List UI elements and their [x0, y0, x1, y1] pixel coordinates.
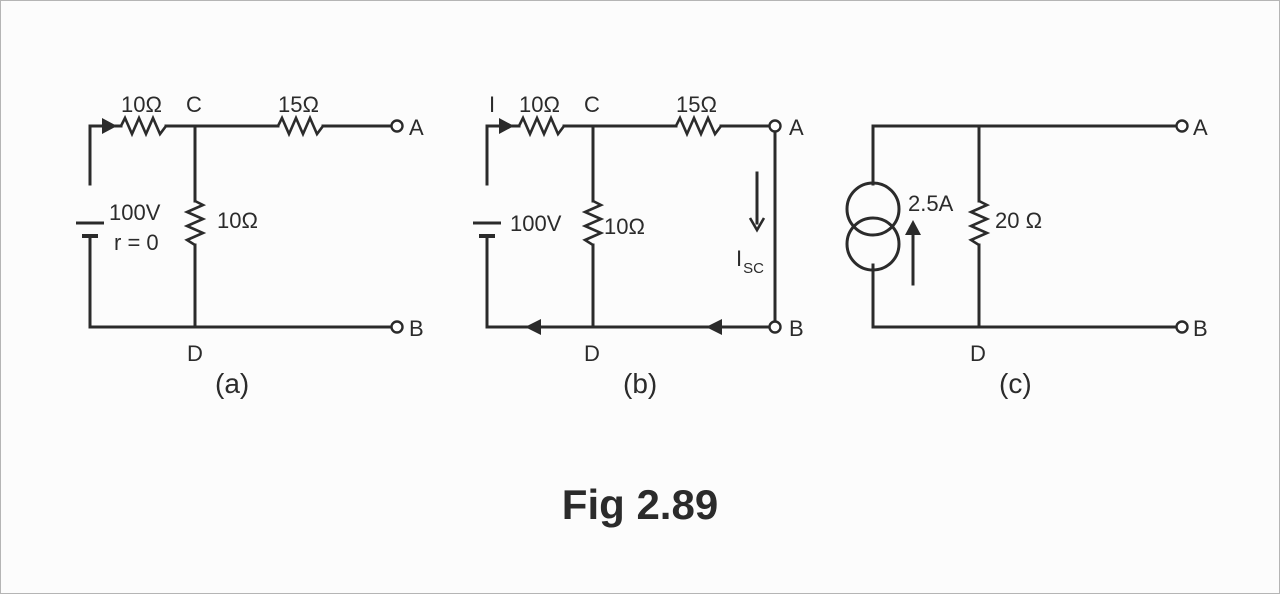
b-resistor-10-shunt	[581, 199, 605, 247]
b-label-node-c: C	[584, 92, 600, 117]
c-label-r-shunt: 20 Ω	[995, 208, 1042, 233]
b-label-isc: ISC	[736, 246, 764, 277]
c-source-arrow-up-icon	[905, 220, 921, 235]
b-resistor-15-series	[674, 114, 723, 138]
c-current-source-lower	[845, 216, 901, 272]
b-terminal-a	[768, 119, 782, 133]
a-resistor-10-shunt	[183, 199, 207, 247]
a-label-node-d: D	[187, 341, 203, 366]
a-label-node-c: C	[186, 92, 202, 117]
b-return-arrow-left-icon	[525, 319, 541, 335]
c-terminal-a	[1175, 119, 1189, 133]
b-current-arrow-icon	[499, 118, 514, 134]
b-wire-left-bottom	[485, 234, 771, 329]
c-current-source-upper	[845, 181, 901, 237]
c-resistor-20-shunt	[967, 199, 991, 247]
a-wire-left-bottom	[88, 234, 393, 329]
a-terminal-b	[390, 320, 404, 334]
a-label-internal-resistance: r = 0	[114, 230, 159, 255]
a-label-terminal-b: B	[409, 316, 424, 341]
c-label-source-current: 2.5A	[908, 191, 954, 216]
c-wire-bottom	[871, 263, 1178, 329]
c-label-node-d: D	[970, 341, 986, 366]
c-caption: (c)	[999, 368, 1032, 399]
b-label-r1: 10Ω	[519, 92, 560, 117]
b-label-terminal-b: B	[789, 316, 804, 341]
b-terminal-b	[768, 320, 782, 334]
a-label-voltage: 100V	[109, 200, 161, 225]
circuit-b: I 10Ω C 15Ω A 100V 10Ω ISC B D (b)	[473, 92, 804, 399]
b-label-node-d: D	[584, 341, 600, 366]
figure-label: Fig 2.89	[562, 481, 718, 528]
c-wire-top	[871, 124, 1178, 186]
b-isc-arrow-down-icon	[748, 217, 766, 233]
b-label-r-shunt: 10Ω	[604, 214, 645, 239]
a-current-arrow-icon	[102, 118, 117, 134]
b-label-isc-main: I	[736, 246, 742, 271]
c-terminal-b	[1175, 320, 1189, 334]
c-label-terminal-b: B	[1193, 316, 1208, 341]
b-resistor-10-series	[517, 114, 566, 138]
a-wire-top-left	[88, 124, 123, 186]
b-caption: (b)	[623, 368, 657, 399]
b-return-arrow-right-icon	[706, 319, 722, 335]
c-label-terminal-a: A	[1193, 115, 1208, 140]
a-label-r2: 15Ω	[278, 92, 319, 117]
a-label-r1: 10Ω	[121, 92, 162, 117]
b-label-terminal-a: A	[789, 115, 804, 140]
a-caption: (a)	[215, 368, 249, 399]
a-terminal-a	[390, 119, 404, 133]
a-resistor-15-series	[276, 114, 325, 138]
b-label-current: I	[489, 92, 495, 117]
a-resistor-10-series	[119, 114, 168, 138]
b-label-voltage: 100V	[510, 211, 562, 236]
circuit-a: 10Ω C 15Ω A 100V r = 0 10Ω B D (a)	[76, 92, 424, 399]
b-label-isc-subscript: SC	[743, 260, 764, 277]
b-wire-top-left	[485, 124, 521, 186]
circuit-c: A 2.5A 20 Ω B D (c)	[845, 115, 1208, 399]
a-label-terminal-a: A	[409, 115, 424, 140]
b-label-r2: 15Ω	[676, 92, 717, 117]
a-label-r-shunt: 10Ω	[217, 208, 258, 233]
